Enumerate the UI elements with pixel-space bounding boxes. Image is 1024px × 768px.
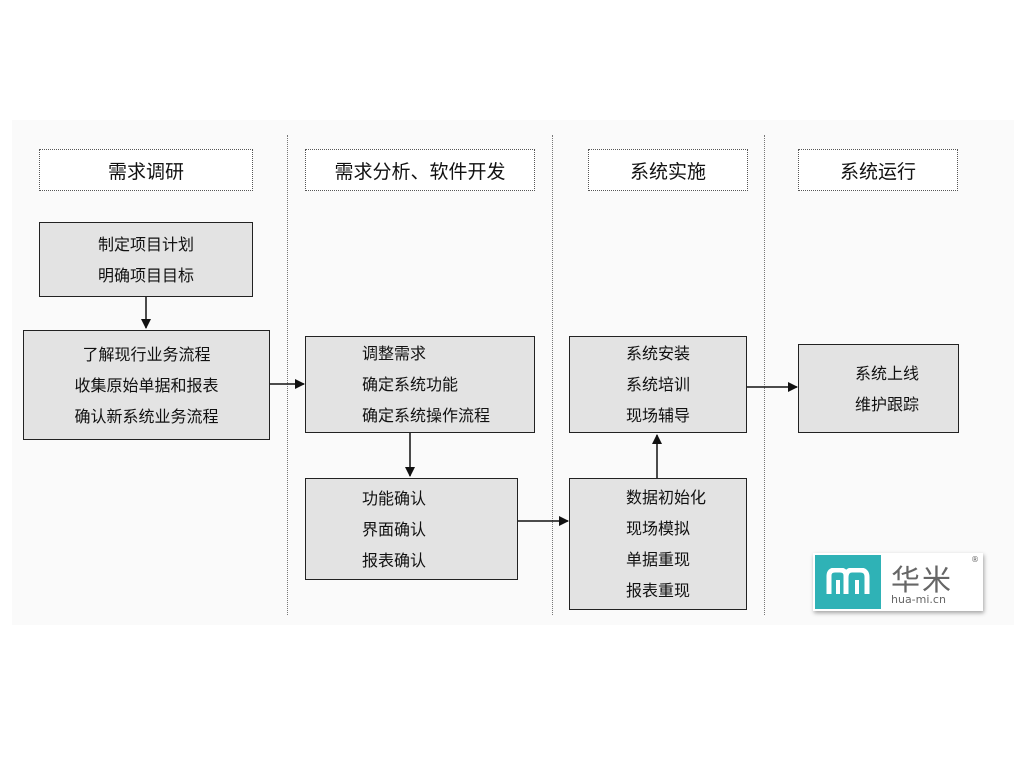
phase-divider-2 xyxy=(552,135,553,615)
logo-registered-mark: ® xyxy=(971,555,979,564)
box-confirmation: 功能确认 界面确认 报表确认 xyxy=(305,478,518,580)
box-line: 报表重现 xyxy=(626,581,691,600)
box-line: 确定系统功能 xyxy=(362,375,459,394)
huami-logo: 华米 ® hua-mi.cn xyxy=(813,553,983,611)
box-line: 功能确认 xyxy=(362,488,427,508)
box-adjust-requirements: 调整需求 确定系统功能 确定系统操作流程 xyxy=(305,336,535,433)
box-line: 报表确认 xyxy=(362,550,427,570)
box-line: 收集原始单据和报表 xyxy=(74,375,219,395)
box-line: 明确项目目标 xyxy=(97,265,194,285)
box-line: 界面确认 xyxy=(362,519,427,539)
phase-divider-3 xyxy=(764,135,765,615)
box-line: 了解现行业务流程 xyxy=(82,344,211,364)
box-line: 维护跟踪 xyxy=(855,394,920,414)
box-system-online: 系统上线 维护跟踪 xyxy=(798,344,959,433)
logo-domain-text: hua-mi.cn xyxy=(891,593,946,606)
box-line: 单据重现 xyxy=(626,550,691,569)
box-line: 确认新系统业务流程 xyxy=(74,406,219,426)
box-line: 系统上线 xyxy=(855,363,920,383)
box-line: 制定项目计划 xyxy=(97,234,194,254)
box-business-research: 了解现行业务流程 收集原始单据和报表 确认新系统业务流程 xyxy=(23,330,270,440)
box-line: 系统安装 xyxy=(626,344,691,363)
box-line: 现场辅导 xyxy=(626,406,691,425)
box-data-initialization: 数据初始化 现场模拟 单据重现 报表重现 xyxy=(569,478,747,610)
phase-header-implementation: 系统实施 xyxy=(588,149,748,191)
phase-header-requirements-research: 需求调研 xyxy=(39,149,253,191)
box-system-install: 系统安装 系统培训 现场辅导 xyxy=(569,336,747,433)
box-line: 数据初始化 xyxy=(626,488,707,507)
box-line: 系统培训 xyxy=(626,375,691,394)
box-line: 调整需求 xyxy=(362,344,427,363)
logo-chinese-text: 华米 xyxy=(891,563,954,597)
phase-divider-1 xyxy=(287,135,288,615)
phase-header-operation: 系统运行 xyxy=(798,149,958,191)
logo-mark-icon xyxy=(815,555,881,609)
box-project-plan: 制定项目计划 明确项目目标 xyxy=(39,222,253,297)
box-line: 确定系统操作流程 xyxy=(362,406,491,425)
phase-header-analysis-development: 需求分析、软件开发 xyxy=(305,149,535,191)
box-line: 现场模拟 xyxy=(626,519,691,538)
